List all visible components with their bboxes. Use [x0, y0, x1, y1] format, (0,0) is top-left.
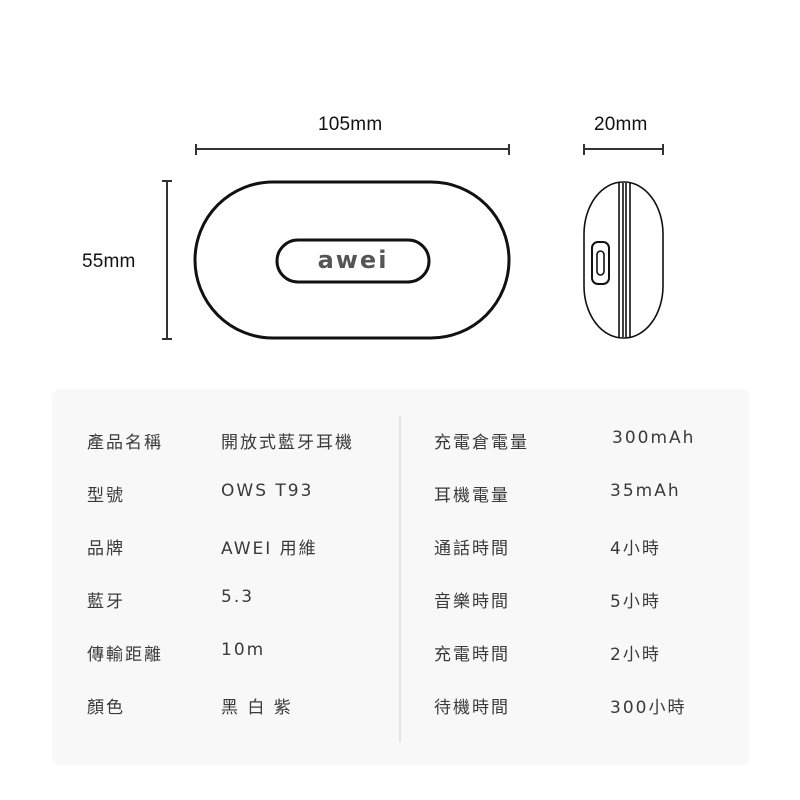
- spec-label-earbud-battery: 耳機電量: [434, 486, 510, 506]
- spec-value-product-name: 開放式藍牙耳機: [221, 433, 354, 453]
- column-divider: [399, 416, 401, 742]
- case-front-view: awei: [193, 180, 511, 340]
- product-drawing: awei: [162, 144, 664, 340]
- spec-label-range: 傳輸距離: [87, 645, 163, 665]
- width-dimension-label: 105mm: [318, 114, 383, 135]
- spec-label-brand: 品牌: [87, 539, 125, 559]
- spec-label-product-name: 產品名稱: [87, 433, 163, 453]
- spec-label-talk-time: 通話時間: [434, 539, 510, 559]
- spec-label-model: 型號: [87, 486, 125, 506]
- spec-value-color: 黑 白 紫: [221, 698, 293, 718]
- depth-dimension-label: 20mm: [594, 114, 648, 135]
- spec-value-earbud-battery: 35mAh: [610, 481, 681, 501]
- spec-label-standby-time: 待機時間: [434, 698, 510, 718]
- awei-logo: awei: [318, 246, 389, 274]
- spec-label-charge-time: 充電時間: [434, 645, 510, 665]
- spec-value-case-battery: 300mAh: [612, 428, 696, 448]
- spec-label-music-time: 音樂時間: [434, 592, 510, 612]
- usb-c-port-icon: [591, 241, 610, 285]
- spec-value-charge-time: 2小時: [610, 645, 661, 665]
- spec-value-model: OWS T93: [221, 481, 314, 501]
- case-side-view: [583, 181, 664, 339]
- height-dimension-line: [162, 180, 172, 340]
- spec-value-music-time: 5小時: [610, 592, 661, 612]
- spec-label-bluetooth: 藍牙: [87, 592, 125, 612]
- spec-label-color: 顏色: [87, 698, 125, 718]
- spec-value-range: 10m: [221, 640, 266, 660]
- spec-value-bluetooth: 5.3: [221, 587, 255, 607]
- spec-value-talk-time: 4小時: [610, 539, 661, 559]
- spec-value-standby-time: 300小時: [610, 698, 687, 718]
- spec-value-brand: AWEI 用維: [221, 539, 318, 559]
- width-dimension-line: [195, 144, 510, 155]
- depth-dimension-line: [583, 144, 664, 155]
- spec-label-case-battery: 充電倉電量: [434, 433, 529, 453]
- height-dimension-label: 55mm: [82, 251, 136, 272]
